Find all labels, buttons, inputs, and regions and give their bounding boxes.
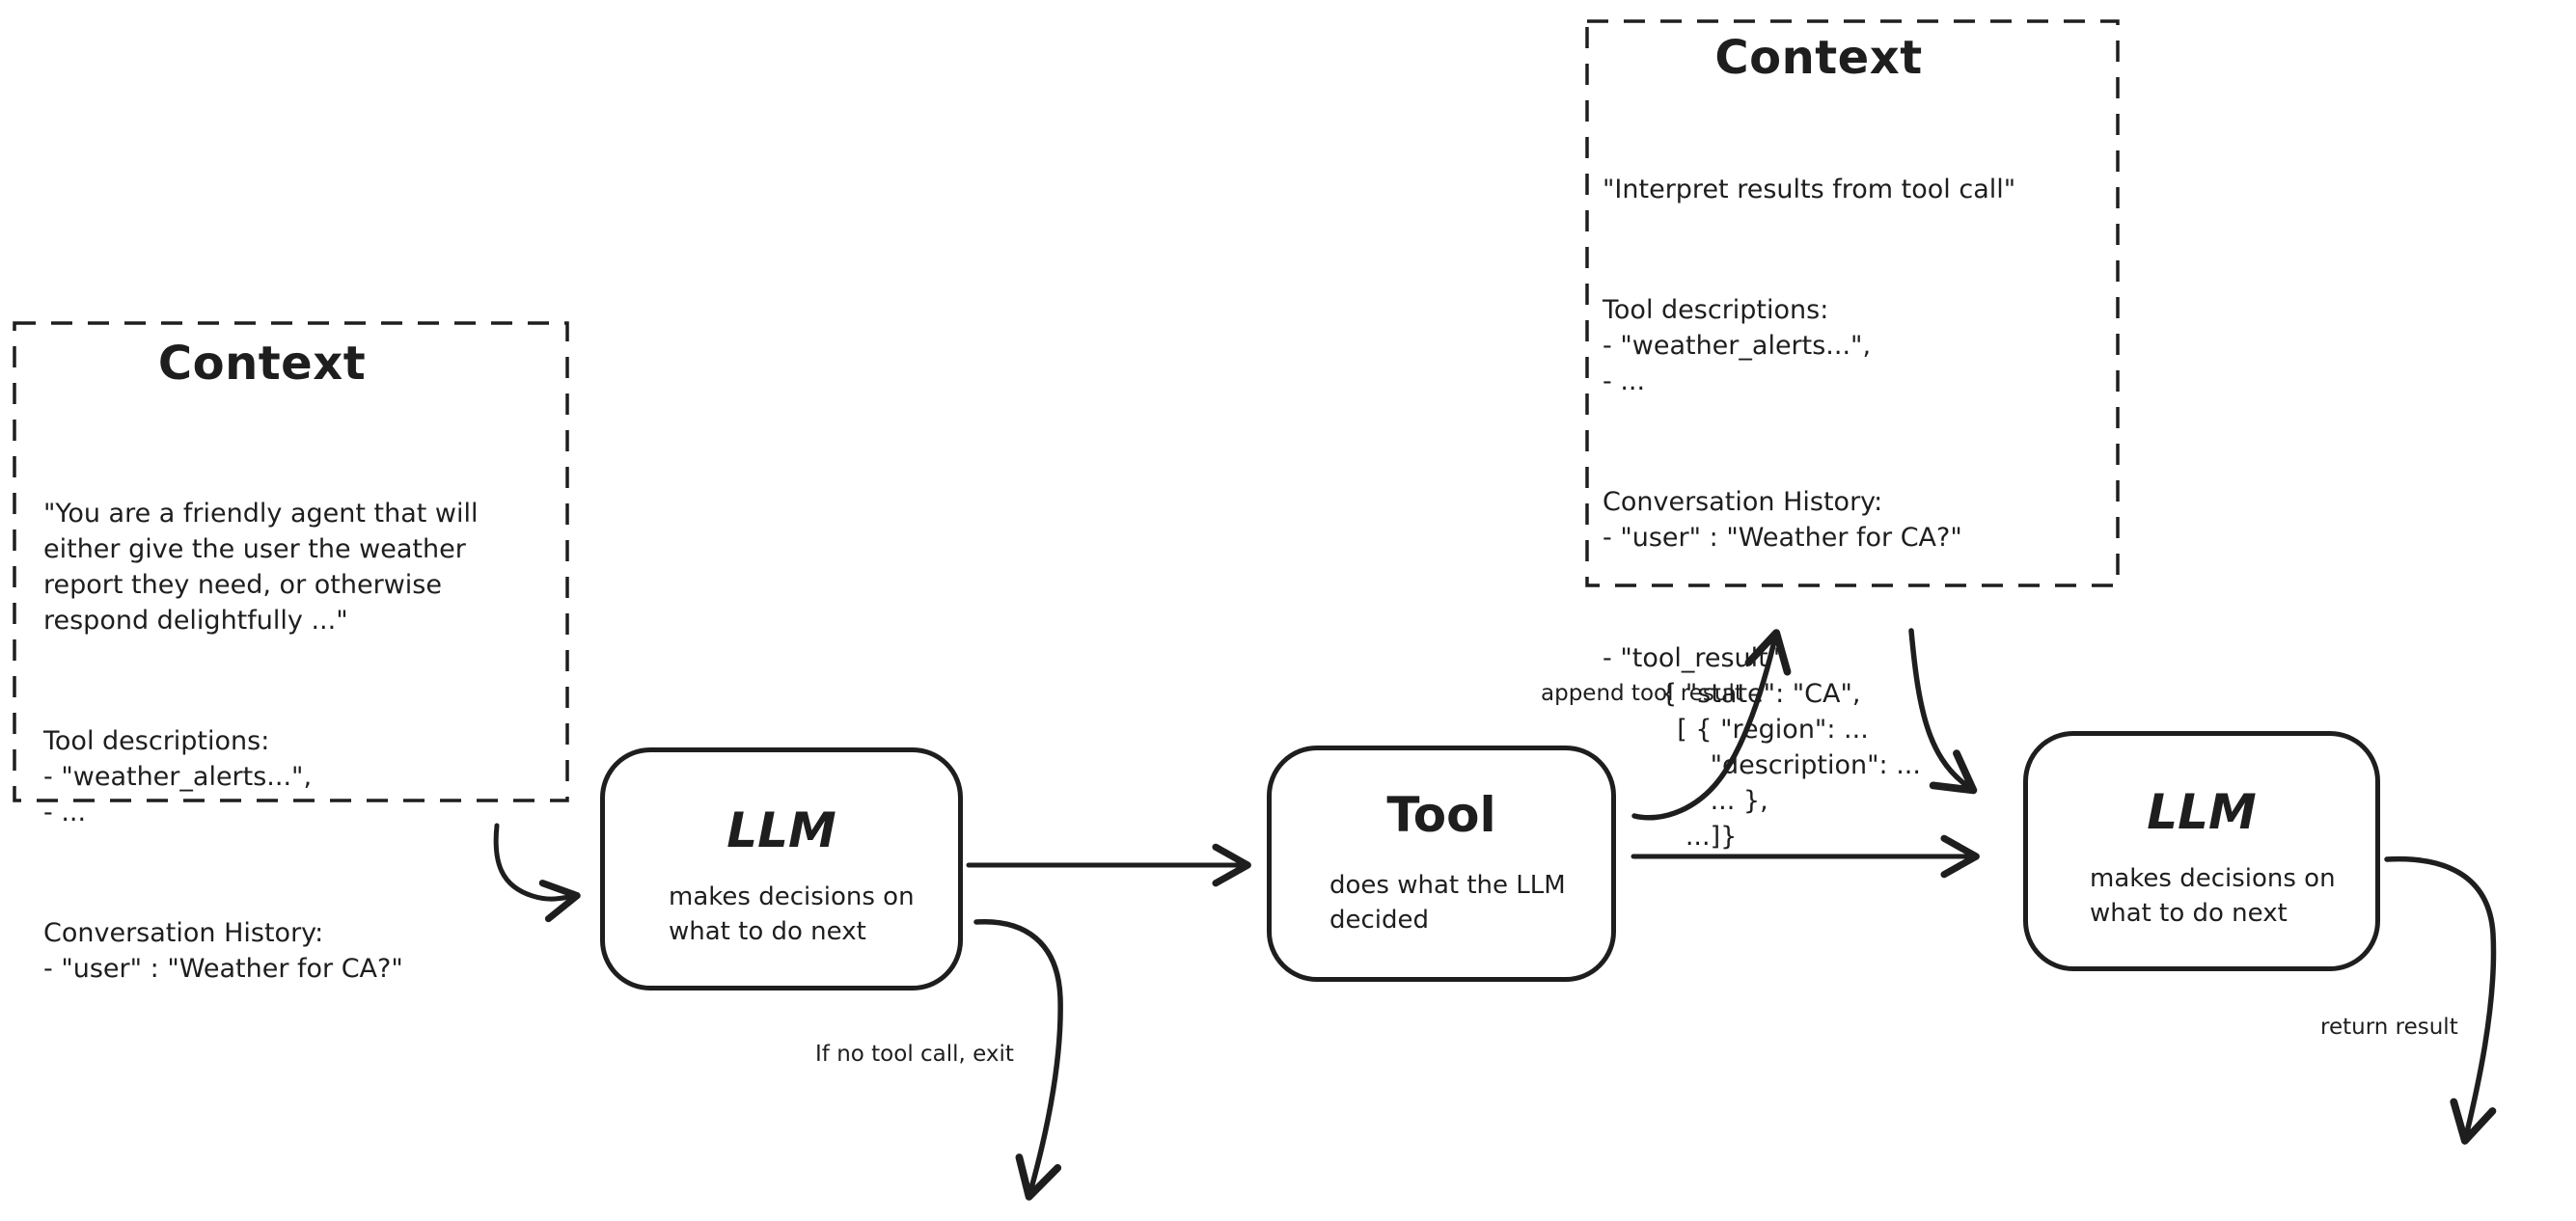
tool-descriptions-text: Tool descriptions: - "weather_alerts..."… [43,726,313,828]
llm-node-second-title: LLM [2147,784,2257,840]
interpret-results-text: "Interpret results from tool call" [1603,175,2016,204]
return-result-label: return result [2320,1015,2458,1040]
context-box-top-border [1585,19,2120,587]
tool-result-text: - "tool_result": { "state": "CA", [ { "r… [1603,643,1921,852]
arrow-context-top-to-llm2 [1908,628,1978,795]
llm-node-first-title: LLM [726,802,836,858]
arrow-llm1-exit [973,919,1063,1201]
llm-node-first: LLM makes decisions on what to do next [600,747,963,990]
context-box-top: Context "Interpret results from tool cal… [1587,21,2118,852]
tool-node: Tool does what the LLM decided [1267,746,1616,982]
llm-node-second-subtitle: makes decisions on what to do next [2090,864,2336,928]
system-prompt-text: "You are a friendly agent that will eith… [43,499,479,636]
append-tool-result-label: append tool result [1541,681,1743,706]
context-box-left-body: "You are a friendly agent that will eith… [43,424,538,1058]
llm-node-second: LLM makes decisions on what to do next [2023,731,2380,971]
arrow-context-to-llm1 [493,823,581,923]
conversation-history-text: Conversation History: - "user" : "Weathe… [1603,487,1962,553]
context-box-left-title: Context [157,337,367,391]
context-box-top-body: "Interpret results from tool call" Tool … [1603,100,2102,926]
tool-descriptions-text: Tool descriptions: - "weather_alerts..."… [1603,295,1872,396]
context-box-left-border [13,321,569,802]
tool-node-subtitle: does what the LLM decided [1329,871,1566,935]
context-box-top-title: Context [1714,31,1923,85]
llm-node-first-subtitle: makes decisions on what to do next [669,882,915,946]
tool-node-title: Tool [1386,787,1496,843]
conversation-history-text: Conversation History: - "user" : "Weathe… [43,918,403,984]
context-box-left: Context "You are a friendly agent that w… [14,323,567,984]
arrow-llm2-return [2384,855,2497,1145]
arrow-tool-to-context-top [1631,629,1792,821]
if-no-tool-call-exit-label: If no tool call, exit [815,1042,1014,1067]
